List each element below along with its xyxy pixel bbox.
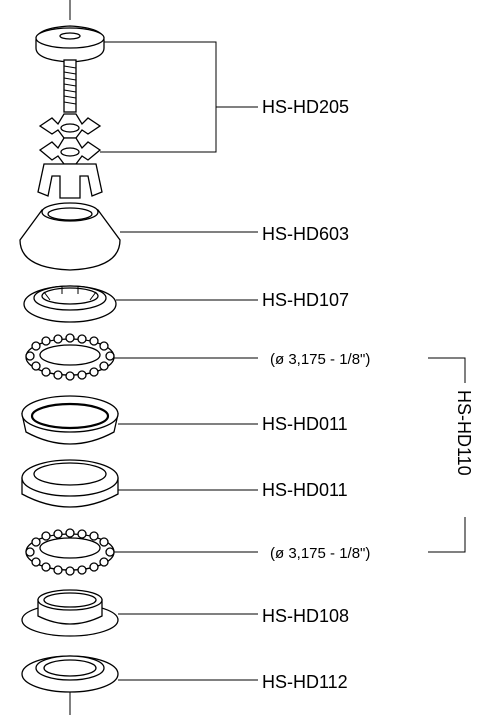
upper-cover-drawing (19, 202, 121, 271)
compression-ring-drawing (23, 285, 117, 323)
leader-hs-hd205 (100, 41, 258, 153)
top-cap-assembly-drawing (35, 25, 105, 199)
lower-ball-bearing-drawing (25, 528, 115, 576)
label-hs-hd110: HS-HD110 (454, 390, 474, 476)
label-hs-hd108: HS-HD108 (262, 606, 349, 626)
label-hs-hd107: HS-HD107 (262, 290, 349, 310)
label-hs-hd011-lower: HS-HD011 (262, 480, 348, 500)
label-upper-bearing-size: (ø 3,175 - 1/8") (270, 351, 370, 368)
label-hs-hd603: HS-HD603 (262, 224, 349, 244)
upper-cup-drawing (21, 395, 119, 445)
seal-ring-drawing (21, 655, 119, 693)
label-hs-hd011-upper: HS-HD011 (262, 414, 348, 434)
crown-race-drawing (21, 589, 119, 637)
label-hs-hd205: HS-HD205 (262, 97, 349, 117)
lower-cup-drawing (21, 459, 119, 508)
label-lower-bearing-size: (ø 3,175 - 1/8") (270, 545, 370, 562)
label-hs-hd112: HS-HD112 (262, 672, 348, 692)
upper-ball-bearing-drawing (25, 333, 115, 381)
group-bracket-hs-hd110 (428, 357, 466, 553)
